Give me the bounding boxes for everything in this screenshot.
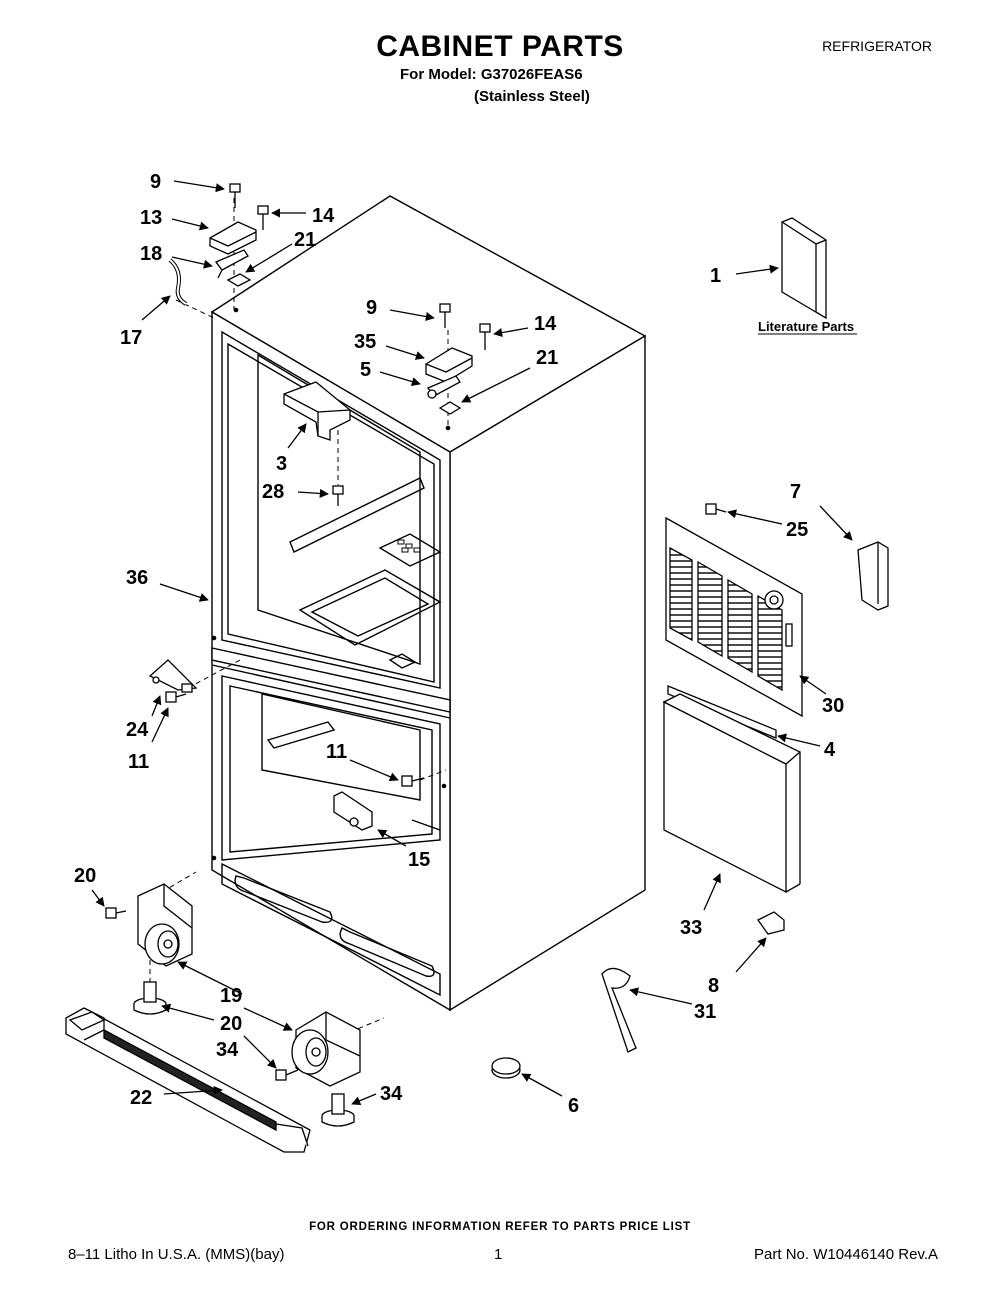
rear-access-cover-part <box>665 516 803 718</box>
callout-number: 20 <box>74 865 96 887</box>
grille-part <box>65 1007 311 1153</box>
callout-number: 30 <box>822 695 844 717</box>
callout-number: 7 <box>790 481 801 503</box>
callout-number: 1 <box>710 265 721 287</box>
callout-number: 3 <box>276 453 287 475</box>
callout-number: 22 <box>130 1087 152 1109</box>
screw-part <box>479 323 491 350</box>
callout-number: 35 <box>354 331 376 353</box>
callout-number: 25 <box>786 519 808 541</box>
callout-number: 33 <box>680 917 702 939</box>
callout-number: 13 <box>140 207 162 229</box>
cabinet-body <box>210 195 647 1012</box>
callout-number: 34 <box>216 1039 239 1061</box>
callout-number: 17 <box>120 327 142 349</box>
screw-part <box>229 183 241 208</box>
parts <box>65 183 889 1153</box>
callout-number: 11 <box>326 741 347 763</box>
roller-left-part <box>137 883 193 967</box>
part-number: Part No. W10446140 Rev.A <box>754 1246 938 1263</box>
callout-number: 28 <box>262 481 284 503</box>
leader-lines <box>91 180 853 1106</box>
callout-number: 36 <box>126 567 148 589</box>
callout-number: 14 <box>534 313 557 335</box>
callout-number: 34 <box>380 1083 403 1105</box>
model-line: For Model: G37026FEAS6 <box>400 66 583 83</box>
page-number: 1 <box>494 1246 503 1263</box>
callout-number: 31 <box>694 1001 716 1023</box>
callout-number: 21 <box>536 347 558 369</box>
callout-numbers: 9 13 14 18 21 17 9 14 35 5 21 1 3 28 36 … <box>74 171 844 1117</box>
page-title: CABINET PARTS <box>376 30 624 63</box>
callout-number: 14 <box>312 205 335 227</box>
callout-number: 20 <box>220 1013 242 1035</box>
category-label: REFRIGERATOR <box>822 38 932 54</box>
callout-number: 9 <box>366 297 377 319</box>
callout-number: 24 <box>126 719 149 741</box>
print-info: 8–11 Litho In U.S.A. (MMS)(bay) <box>68 1246 285 1263</box>
callout-number: 8 <box>708 975 719 997</box>
callout-number: 18 <box>140 243 162 265</box>
callout-number: 5 <box>360 359 371 381</box>
callout-number: 6 <box>568 1095 579 1117</box>
literature-parts-label: Literature Parts <box>758 319 854 334</box>
callout-number: 21 <box>294 229 316 251</box>
callout-number: 9 <box>150 171 161 193</box>
screw-part <box>257 205 269 230</box>
ordering-note: FOR ORDERING INFORMATION REFER TO PARTS … <box>309 1221 691 1233</box>
callout-number: 19 <box>220 985 242 1007</box>
finish-line: (Stainless Steel) <box>474 88 590 105</box>
callout-number: 4 <box>824 739 836 761</box>
callout-number: 15 <box>408 849 430 871</box>
callout-number: 11 <box>128 751 149 773</box>
screw-part <box>439 303 451 328</box>
roller-right-part <box>291 1011 361 1087</box>
